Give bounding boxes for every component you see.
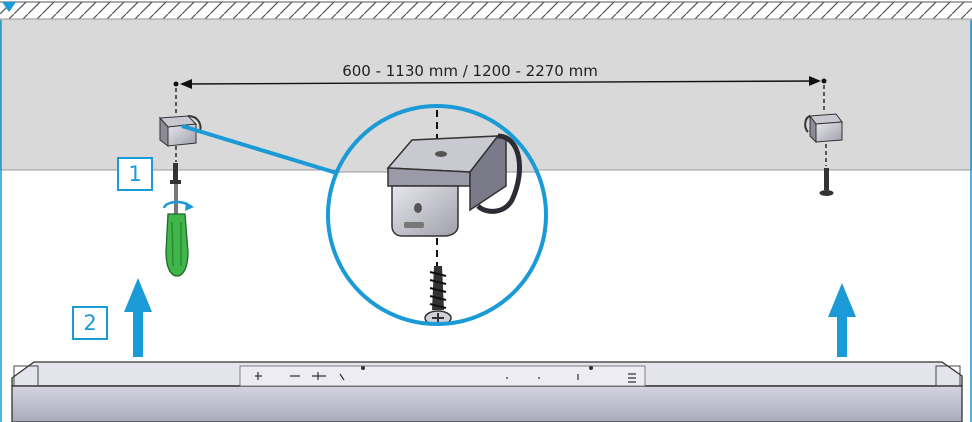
corner-marker-icon [2, 2, 16, 12]
luminaire-icon [11, 361, 963, 422]
screw-icon [424, 266, 452, 324]
screwdriver-icon [162, 184, 194, 277]
up-arrow-icon [124, 278, 152, 357]
step-1-badge: 1 [117, 157, 153, 191]
screw-icon [819, 168, 834, 196]
dimension-line [173, 76, 827, 116]
dimension-label: 600 - 1130 mm / 1200 - 2270 mm [342, 62, 598, 80]
step-2-badge: 2 [72, 306, 108, 340]
up-arrow-icon [828, 283, 856, 357]
screw-icon [170, 163, 181, 184]
mounting-bracket-icon [804, 113, 843, 144]
